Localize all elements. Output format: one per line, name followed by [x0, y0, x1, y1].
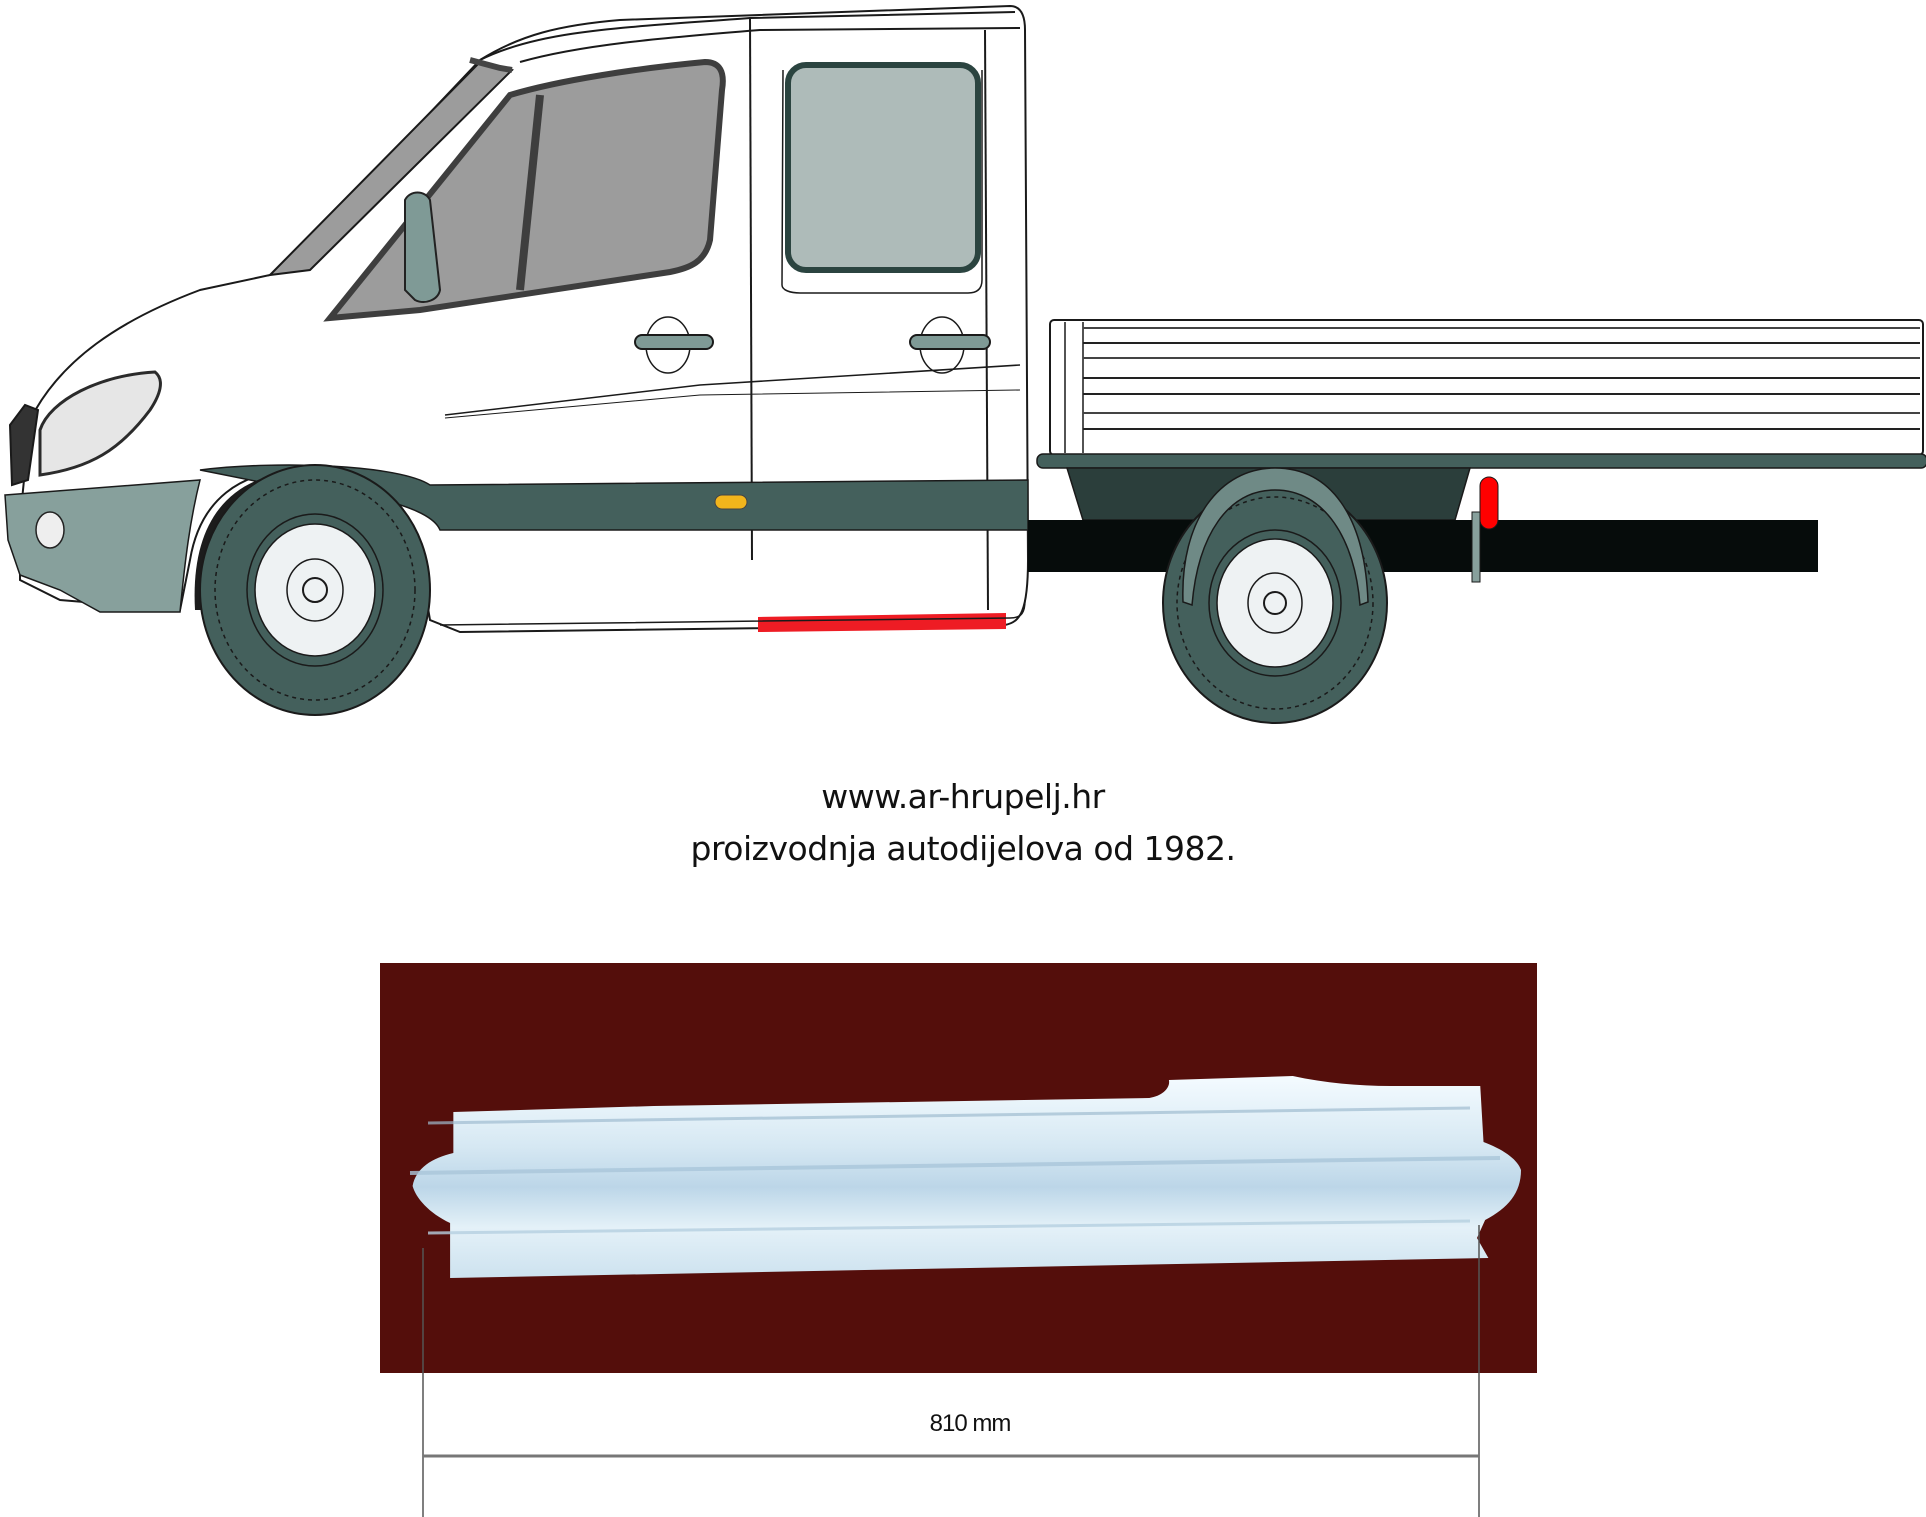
rear-light: [1479, 476, 1499, 530]
front-wheel: [194, 464, 431, 716]
side-mirror: [404, 191, 442, 303]
van-illustration: [4, 4, 1926, 724]
company-tagline: proizvodnja autodijelova od 1982.: [690, 829, 1236, 868]
rear-wheel: [1162, 467, 1388, 724]
side-indicator: [714, 494, 748, 510]
dimension-label: 810 mm: [929, 1410, 1012, 1437]
cargo-bed: [1036, 319, 1926, 521]
chassis-frame: [1028, 520, 1818, 572]
highlighted-sill-panel: [758, 613, 1006, 632]
rear-door-window: [785, 62, 981, 273]
sill-panel-part: [409, 1076, 1522, 1278]
rear-fender: [1182, 467, 1369, 607]
front-bumper: [4, 479, 201, 613]
headlight: [38, 370, 162, 477]
product-photo: [380, 963, 1537, 1373]
website-url: www.ar-hrupelj.hr: [821, 777, 1105, 816]
grille: [8, 403, 40, 487]
